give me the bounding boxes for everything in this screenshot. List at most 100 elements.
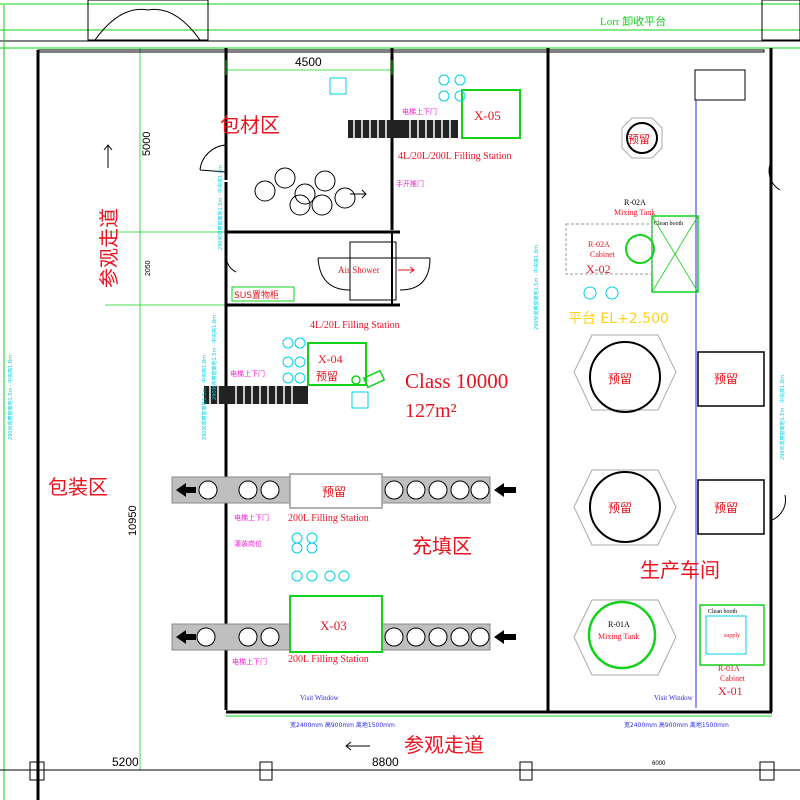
robot-arm-icon (351, 369, 386, 389)
right-arrow-icon (350, 189, 367, 199)
cyan-marker-x04 (351, 391, 369, 409)
reserve-box-1-label: 预留 (714, 372, 738, 386)
cyan-vertical-left-1: 290米观察窗离地1.5m · 中央高1.8m (7, 355, 14, 440)
cyan-equipment-a (291, 532, 350, 582)
bottom-structure (0, 715, 800, 781)
station-a-reserve-box (289, 473, 383, 509)
visit-corridor-bottom-label: 参观走道 (404, 733, 484, 757)
cyan-vertical-mid-3: 290米观察窗离地1.5m · 中央高1.8m (217, 165, 224, 250)
conveyor-x05 (348, 120, 458, 138)
arrow-left-icon-b (176, 630, 196, 644)
station-a-reserve-label: 预留 (322, 485, 346, 499)
r01a-cabinet-label: R-01A (718, 664, 740, 673)
supply-label: supply (724, 633, 740, 639)
dim-5000: 5000 (141, 132, 153, 156)
packaging-area-label: 包装区 (48, 475, 108, 499)
clean-booth-1-inner (705, 615, 747, 655)
x04-label: X-04 (318, 352, 343, 366)
platform-label: 平台 EL+2.500 (568, 311, 669, 327)
x05-label: X-05 (474, 108, 501, 123)
visit-window-label-1: Visit Window (300, 694, 340, 702)
air-shower (317, 241, 431, 301)
reserve-tank-1-label: 预留 (608, 372, 632, 386)
r02a-cabinet-label: R-02A (588, 240, 610, 249)
cabinet-2-box (565, 223, 653, 275)
sus-cabinet-label: SUS置物柜 (234, 289, 279, 301)
conveyor-x04-slats (209, 386, 293, 404)
area-label: 127m² (405, 400, 457, 422)
clean-booth-2-label: Clean booth (654, 221, 683, 227)
arrow-left-icon-a2 (494, 483, 516, 497)
x05-station-label: 4L/20L/200L Filling Station (398, 151, 512, 162)
filling-area-label: 充填区 (412, 534, 472, 558)
conveyor-x04 (204, 386, 308, 404)
x04-reserve-label: 预留 (316, 370, 338, 383)
x03-label: X-03 (320, 618, 347, 633)
dim-4500: 4500 (295, 55, 322, 69)
cyan-equipment-x05 (438, 74, 466, 102)
cyan-vertical-right: 290米观察窗离地1.5m · 中央高1.8m (779, 375, 786, 460)
station-200l-b-label: 200L Filling Station (288, 654, 369, 665)
x04-station-box (307, 342, 367, 386)
station-4l20l-label: 4L/20L Filling Station (310, 320, 400, 331)
conveyor-b-bottles (196, 627, 490, 647)
cyan-vertical-mid-1: 290米观察窗离地1.5m · 中央高1.8m (211, 315, 218, 400)
arrow-left-icon-a (176, 483, 196, 497)
production-workshop-label: 生产车间 (640, 558, 720, 582)
x02-label: X-02 (586, 262, 611, 276)
cyan-marker-top (329, 77, 347, 95)
reserve-tank-2 (573, 469, 677, 546)
reserve-top-label: 预留 (628, 133, 650, 146)
visit-corridor-left-label: 参观走道 (97, 208, 121, 288)
mixing-tank-2 (625, 234, 655, 264)
mixing-tank-1-label: Mixing Tank (598, 632, 639, 641)
conveyor-a-bottles (198, 480, 490, 500)
class-rating-label: Class 10000 (405, 369, 508, 393)
air-shower-arrow-icon (398, 266, 415, 274)
door-swings (199, 69, 786, 521)
packing-drums (254, 167, 356, 216)
sus-cabinet (231, 286, 295, 302)
filling-post-small-label: 灌装岗位 (234, 539, 262, 548)
reserve-tank-2-label: 预留 (608, 501, 632, 515)
r01a-label: R-01A (608, 620, 630, 629)
conveyor-x05-slats (353, 120, 451, 138)
x05-station-box (461, 89, 521, 139)
cyan-vertical-mid-2: 290米观察窗离地1.5m · 中央高1.8m (533, 245, 540, 330)
dim-4500-ticks (225, 60, 393, 75)
lorr-platform-label: Lorr 卸收平台 (600, 14, 666, 28)
cyan-equipment-x02 (583, 286, 619, 300)
walls (36, 48, 773, 800)
reserve-box-1 (697, 351, 765, 407)
door-lift-label-2: 电梯上下门 (230, 369, 265, 378)
dim-10950: 10950 (127, 505, 139, 536)
door-lift-label-1: 电梯上下门 (402, 107, 437, 116)
reserve-tank-1 (573, 334, 677, 413)
dim-8800: 8800 (372, 755, 399, 769)
x01-label: X-01 (718, 684, 743, 698)
x03-station-box (289, 595, 383, 653)
arrow-left-icon-b2 (494, 630, 516, 644)
visit-window-label-2: Visit Window (654, 694, 694, 702)
clean-booth-1-label: Clean booth (708, 609, 737, 615)
cyan-equipment-x04 (282, 337, 306, 384)
reserve-box-2-label: 预留 (714, 501, 738, 515)
up-arrow-icon (103, 144, 113, 168)
clean-booth-2-cross (651, 215, 699, 293)
door-lift-label-4: 电梯上下门 (232, 657, 267, 666)
door-hand-label: 手开推门 (396, 179, 424, 188)
packing-material-area-label: 包材区 (220, 113, 280, 137)
dim-note-1: 宽2400mm 高900mm 离地1500mm (290, 721, 395, 729)
dim-2050: 2050 (145, 260, 152, 276)
clean-booth-1 (699, 604, 765, 666)
mixing-tank-2-label: Mixing Tank (614, 208, 655, 217)
r02a-label: R-02A (624, 198, 646, 207)
reserve-box-2 (697, 479, 765, 535)
dim-6000: 6000 (652, 761, 666, 767)
cyan-vertical-left-2: 290米观察窗离地1.5m · 中央高1.8m (201, 355, 208, 440)
mixing-tank-1 (573, 599, 677, 676)
station-200l-a-label: 200L Filling Station (288, 513, 369, 524)
cabinet-1-label: Cabinet (720, 674, 746, 683)
